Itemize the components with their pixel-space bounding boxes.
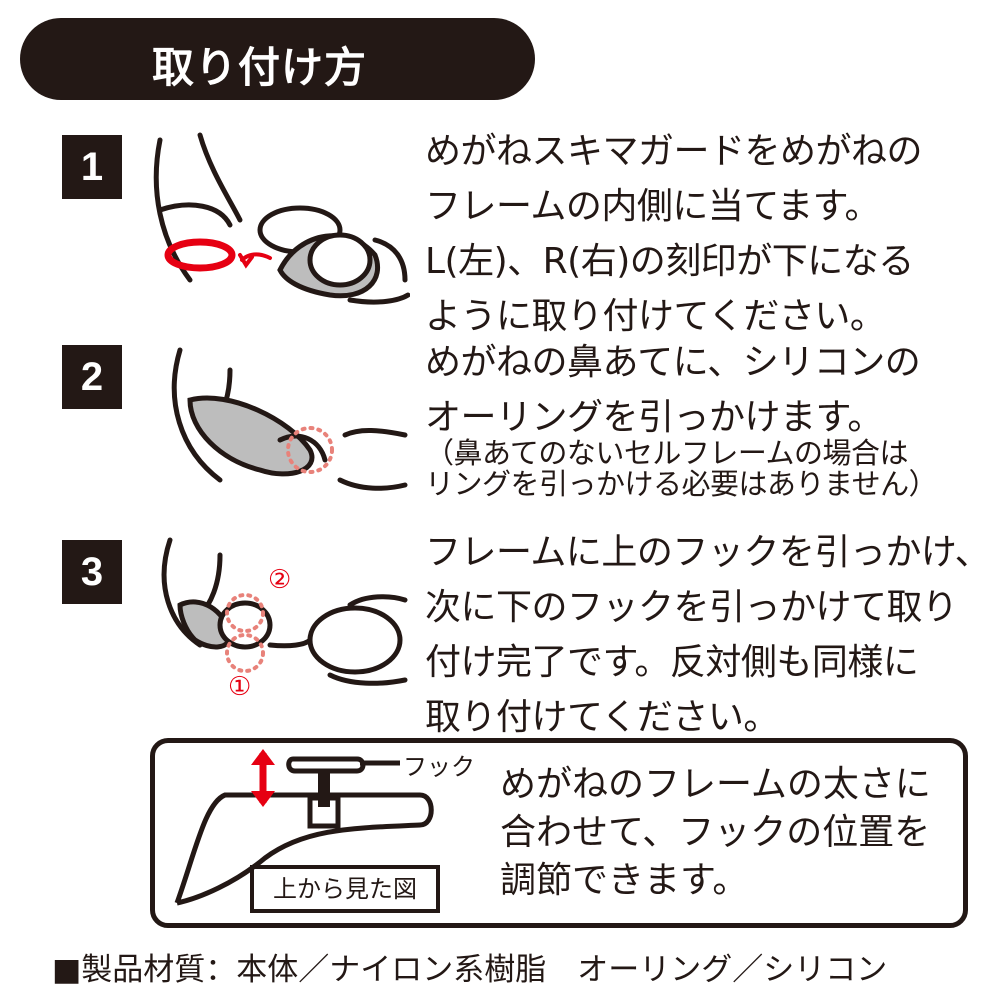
text-line: L(左)、R(右)の刻印が下になる <box>425 241 914 282</box>
material-info: ■製品材質：本体／ナイロン系樹脂 オーリング／シリコン <box>52 952 888 988</box>
hook-adjustment-box: フック 上から見た図 めがねのフレームの太さに 合わせて、フックの位置を 調節で… <box>150 738 968 928</box>
note-line: リングを引っかける必要はありません） <box>425 467 938 501</box>
step-2-note: （鼻あてのないセルフレームの場合は リングを引っかける必要はありません） <box>425 436 938 501</box>
step-number-3: 3 <box>62 540 122 604</box>
step-2-illustration <box>171 347 408 491</box>
text-line: フレームに上のフックを引っかけ、 <box>425 532 991 573</box>
section-title-banner: 取り付け方 <box>20 18 535 100</box>
top-view-label: 上から見た図 <box>250 865 440 913</box>
text-line: 調節できます。 <box>500 860 749 901</box>
text-line: 合わせて、フックの位置を <box>500 812 931 853</box>
text-line: 取り付けてください。 <box>425 697 779 738</box>
step-2-text: めがねの鼻あてに、シリコンの オーリングを引っかけます。 <box>425 335 921 445</box>
section-title: 取り付け方 <box>152 43 368 92</box>
step-1-text: めがねスキマガードをめがねの フレームの内側に当てます。 L(左)、R(右)の刻… <box>425 124 923 344</box>
text-line: めがねのフレームの太さに <box>500 764 931 805</box>
text-line: ように取り付けてください。 <box>425 296 886 337</box>
step-number-2: 2 <box>62 345 122 409</box>
text-line: オーリングを引っかけます。 <box>425 397 883 438</box>
step-3-text: フレームに上のフックを引っかけ、 次に下のフックを引っかけて取り 付け完了です。… <box>425 525 991 745</box>
marker-upper-hook: ② <box>268 565 292 595</box>
step-3-illustration <box>161 537 408 686</box>
marker-lower-hook: ① <box>228 672 252 702</box>
text-line: めがねの鼻あてに、シリコンの <box>425 342 921 383</box>
step-1-illustration <box>153 132 410 305</box>
text-line: 付け完了です。反対側も同様に <box>425 642 919 683</box>
adjustment-text: めがねのフレームの太さに 合わせて、フックの位置を 調節できます。 <box>500 761 931 905</box>
hook-label: フック <box>403 753 475 781</box>
top-view-diagram <box>174 749 434 906</box>
text-line: フレームの内側に当てます。 <box>425 186 881 227</box>
text-line: めがねスキマガードをめがねの <box>425 131 923 172</box>
note-line: （鼻あてのないセルフレームの場合は <box>425 436 909 470</box>
step-number-1: 1 <box>62 135 122 199</box>
text-line: 次に下のフックを引っかけて取り <box>425 587 958 628</box>
